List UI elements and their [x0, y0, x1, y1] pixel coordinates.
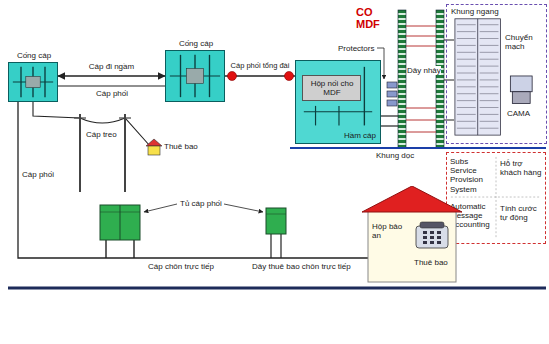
cable-label: Dây thuê bao chôn trực tiếp [252, 262, 351, 271]
node-text: Hộp bảo an [372, 222, 412, 240]
manhole-box: Cống cáp [165, 50, 225, 102]
horizontal-frame [436, 10, 444, 148]
edge-label: Cáp đi ngầm [88, 62, 135, 71]
node-text: Tính cước tự động [500, 204, 544, 222]
vault-racks [296, 61, 380, 143]
cable-vault: Hầm cáp Hộp nối cho MDF [295, 60, 381, 144]
splice-dot [228, 72, 237, 81]
node-text: Cống cáp [161, 39, 231, 48]
node-text: Khung ngang [451, 7, 499, 16]
support-panel: Subs Service Provision System Hỗ trợ khác… [446, 152, 546, 244]
cable-label: Cáp chôn trực tiếp [148, 262, 214, 271]
cable-label: Cáp phối [22, 170, 54, 179]
node-text: Chuyển mạch [505, 33, 545, 51]
aerial-cable [33, 102, 150, 146]
manhole-box: Cống cáp [8, 62, 58, 102]
cable-connector [58, 75, 165, 76]
node-text: Hộp nối cho MDF [305, 79, 359, 97]
edge-label: Cáp phối tổng đài [230, 62, 291, 71]
cable-label: Cáp phối [96, 89, 128, 98]
cable-label: Cáp treo [86, 130, 117, 139]
node-text: Thuê bao [414, 258, 448, 267]
distribution-cabinet [100, 205, 140, 258]
node-text: Automatic Message Accounting [450, 202, 496, 230]
jumper-label: Dây nhảy [407, 66, 441, 75]
node-text: CAMA [507, 109, 530, 118]
manhole-racks [166, 51, 224, 101]
subscriber-label: Thuê bao [164, 142, 198, 151]
protector [387, 82, 397, 106]
node-text: Subs Service Provision System [450, 157, 494, 194]
manhole-racks [9, 63, 57, 101]
utility-pole [74, 114, 131, 192]
node-text: Hầm cáp [344, 131, 376, 140]
vault-cable [381, 116, 398, 126]
cabinet-label: Tủ cáp phối [180, 199, 222, 208]
distribution-cable [18, 102, 368, 258]
protector-label: Protectors [338, 44, 374, 53]
jumper-wire [406, 26, 436, 132]
subscriber-house: Hộp bảo an Thuê bao [362, 186, 462, 284]
small-house-icon [146, 139, 162, 155]
floor-line [290, 147, 546, 149]
node-text: Cống cáp [0, 51, 69, 60]
ground-line [8, 287, 546, 290]
splice-dot [285, 72, 294, 81]
frame-label: Khung dọc [376, 151, 414, 160]
switch-racks [447, 5, 546, 143]
vertical-frame [398, 10, 406, 148]
title-label: CO MDF [356, 6, 394, 30]
splice-box: Hộp nối cho MDF [302, 75, 361, 101]
distribution-cable [58, 85, 165, 86]
node-text: Hỗ trợ khách hàng [500, 159, 544, 177]
distribution-cabinet [266, 208, 286, 258]
central-office-panel: Khung ngangChuyển mạchCAMA [446, 4, 547, 144]
